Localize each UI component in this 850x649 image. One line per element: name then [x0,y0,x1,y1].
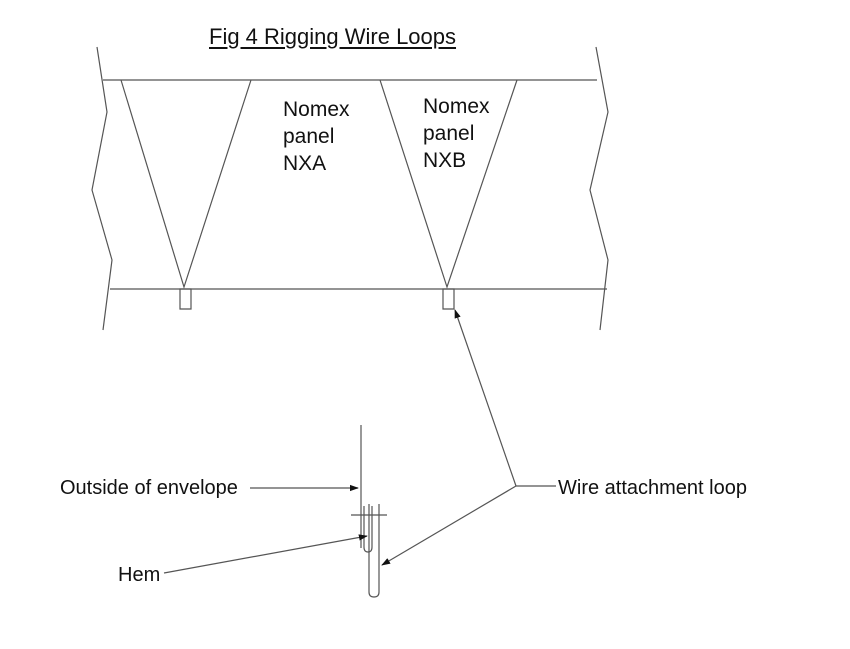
gore-left-v [121,80,251,287]
right-torn-edge [590,47,608,330]
leader-wire-loop-to-tab [455,309,516,486]
callout-hem: Hem [118,564,161,586]
panel-label-nxa: Nomex panel NXA [283,96,350,177]
panel-nxb-line-3: NXB [423,149,467,172]
panel-nxa-line-1: Nomex [283,98,350,121]
panel-nxa-line-3: NXA [283,152,327,175]
panel-nxb-line-2: panel [423,122,475,145]
callout-outside-of-envelope: Outside of envelope [60,477,238,499]
leader-wire-loop-to-sleeve [381,486,516,565]
leader-hem [164,534,368,573]
wire-loop-sleeve [369,504,379,597]
loop-tab-left [180,289,191,309]
left-torn-edge [92,47,112,330]
panel-nxa-line-2: panel [283,125,335,148]
gore-right-v [380,80,517,287]
figure-title: Fig 4 Rigging Wire Loops [209,24,457,49]
loop-tab-right [443,289,454,309]
hem-fold [364,506,372,552]
panel-label-nxb: Nomex panel NXB [423,93,490,174]
callout-wire-attachment-loop: Wire attachment loop [558,477,747,499]
panel-nxb-line-1: Nomex [423,95,490,118]
